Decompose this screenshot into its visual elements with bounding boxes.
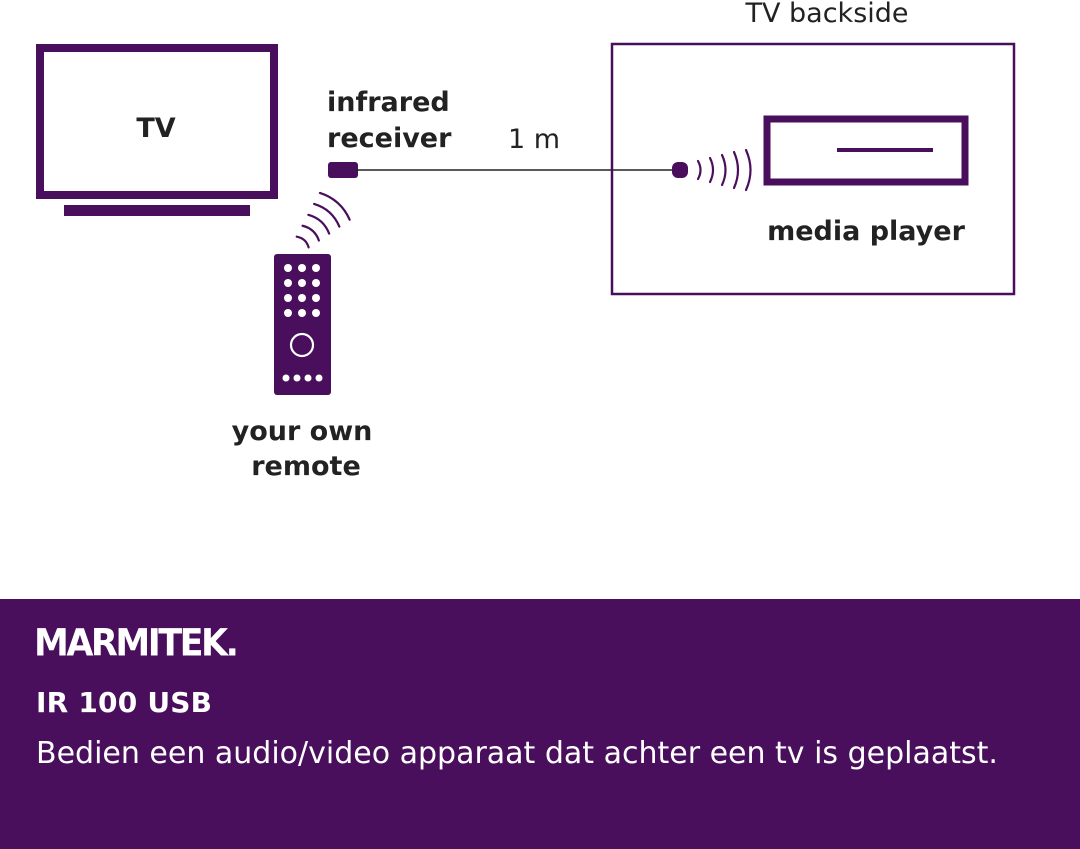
infrared-receiver-icon [328,162,358,178]
cable-length-label: 1 m [508,124,560,155]
remote-label-line2: remote [251,451,361,482]
receiver-label-line2: receiver [327,123,452,154]
media-player-icon [763,115,969,186]
tv-label: TV [136,113,175,144]
remote-label-line1: your own [232,416,373,447]
tv-backside-box [610,42,1016,296]
tv-icon [36,44,278,216]
product-description: Bedien een audio/video apparaat dat acht… [36,736,998,771]
connection-diagram: TV infrared receiver 1 m TV backside med… [36,0,1016,482]
remote-signal-waves-icon [295,191,351,249]
product-name: IR 100 USB [36,686,213,719]
signal-waves-icon [696,148,752,192]
remote-control-icon [274,254,331,395]
brand-logo: MARMITEK. [34,622,239,666]
ir-emitter-icon [672,162,688,178]
media-player-label: media player [767,216,966,247]
footer-banner [0,599,1080,849]
receiver-label-line1: infrared [327,87,450,118]
tv-backside-label: TV backside [744,0,908,29]
